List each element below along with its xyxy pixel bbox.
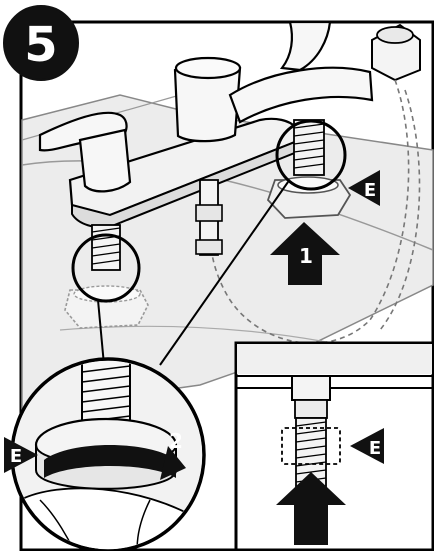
part-label-e-right: E bbox=[364, 180, 376, 201]
callout-pointer-right bbox=[348, 170, 380, 206]
left-shank bbox=[91, 224, 121, 271]
step-badge bbox=[3, 5, 79, 81]
sprayer-head-ring bbox=[376, 26, 414, 44]
zoom-circle-right bbox=[275, 119, 347, 191]
step-number: 5 bbox=[24, 17, 57, 73]
inset-panel bbox=[234, 341, 434, 551]
faucet-spout-top bbox=[174, 56, 242, 80]
zoom-leader-right bbox=[159, 181, 289, 366]
right-shank bbox=[293, 119, 325, 176]
zoom-detail-circle bbox=[10, 357, 206, 551]
part-label-e-inset: E bbox=[369, 438, 381, 459]
inset-push-arrow bbox=[276, 472, 346, 545]
part-label-e-left: E bbox=[10, 446, 22, 467]
zoom-circle-left bbox=[71, 233, 141, 303]
supply-connector-nut bbox=[195, 204, 223, 222]
faucet-spout-arm bbox=[228, 66, 374, 124]
right-mounting-nut-top bbox=[277, 176, 339, 194]
faucet-spout-tube bbox=[279, 20, 332, 72]
rotate-arrow-label: 2 bbox=[169, 429, 183, 453]
faucet-handle-body bbox=[78, 128, 132, 193]
zoom-leader-left bbox=[97, 299, 105, 366]
faucet-handle bbox=[38, 111, 128, 152]
callout-pointer-inset bbox=[350, 428, 384, 464]
sprayer-hose bbox=[208, 79, 410, 344]
supply-connector-nut-lower bbox=[195, 239, 223, 255]
callout-pointer-left bbox=[4, 437, 38, 473]
push-up-arrow-label: 1 bbox=[299, 244, 313, 268]
push-up-arrow bbox=[270, 222, 340, 285]
